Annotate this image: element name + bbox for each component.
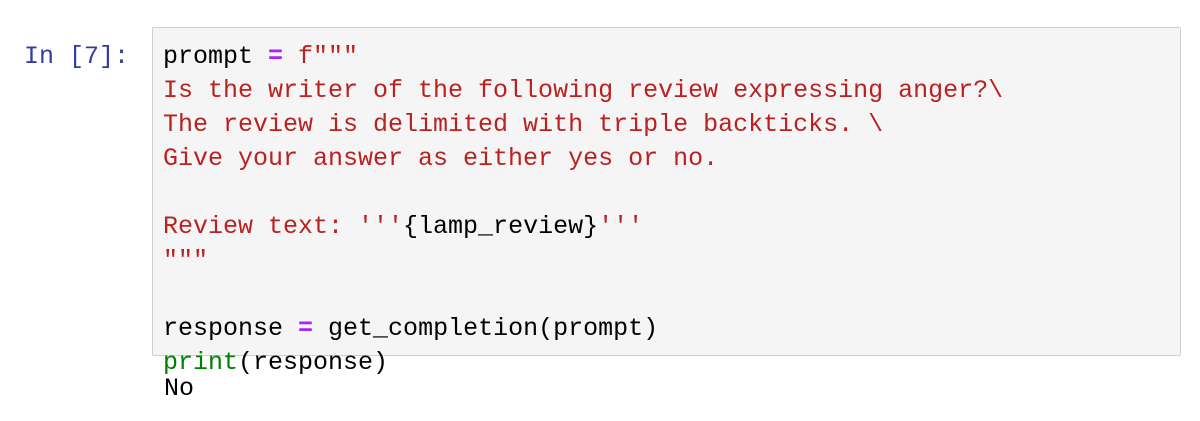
code-token: Give your answer as either yes or no. <box>163 144 719 173</box>
code-line: Give your answer as either yes or no. <box>163 142 1003 176</box>
code-token: {lamp_review} <box>403 212 599 241</box>
code-token: Review text: ''' <box>163 212 404 241</box>
code-token: """ <box>163 246 209 275</box>
code-line: print(response) <box>163 346 1003 380</box>
code-token: (response) <box>238 348 389 377</box>
code-cell-input[interactable]: prompt = f"""Is the writer of the follow… <box>152 27 1181 377</box>
code-line: prompt = f""" <box>163 40 1003 74</box>
code-token: print <box>163 348 239 377</box>
code-token: prompt <box>163 42 269 71</box>
code-token: get_completion(prompt) <box>313 314 659 343</box>
code-token: = <box>298 314 314 343</box>
cell-output: No <box>164 374 195 403</box>
code-token: = <box>268 42 284 71</box>
cell-prompt-label: In [7]: <box>24 42 130 71</box>
code-line: """ <box>163 244 1003 278</box>
code-line <box>163 278 1003 312</box>
code-token: ''' <box>598 212 644 241</box>
code-token: response <box>163 314 299 343</box>
code-token: Is the writer of the following review ex… <box>163 76 1004 105</box>
code-line: The review is delimited with triple back… <box>163 108 1003 142</box>
code-line: Review text: '''{lamp_review}''' <box>163 210 1003 244</box>
code-editor[interactable]: prompt = f"""Is the writer of the follow… <box>163 40 1003 380</box>
code-line <box>163 176 1003 210</box>
code-line: response = get_completion(prompt) <box>163 312 1003 346</box>
code-token: f""" <box>283 42 359 71</box>
code-line: Is the writer of the following review ex… <box>163 74 1003 108</box>
code-token: The review is delimited with triple back… <box>163 110 884 139</box>
